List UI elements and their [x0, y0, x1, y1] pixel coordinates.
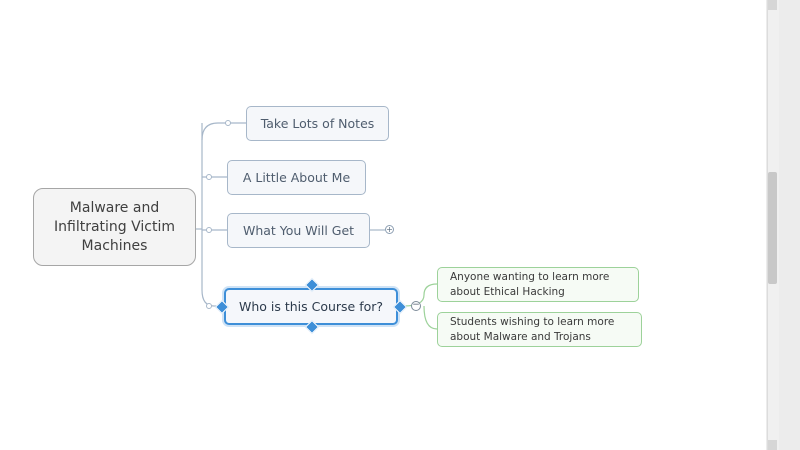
topic-take-lots-of-notes[interactable]: Take Lots of Notes [246, 106, 389, 141]
connector-dot-2 [206, 174, 212, 180]
scroll-up-arrow-icon[interactable] [768, 0, 777, 10]
connector-subtopic-2 [423, 305, 438, 330]
subtopic-malware-trojans[interactable]: Students wishing to learn more about Mal… [437, 312, 642, 347]
scroll-down-arrow-icon[interactable] [768, 440, 777, 450]
subtopic-ethical-hacking[interactable]: Anyone wanting to learn more about Ethic… [437, 267, 639, 302]
mindmap-canvas: Malware and Infiltrating Victim Machines… [33, 106, 642, 347]
expand-icon[interactable]: + [385, 225, 394, 234]
topic-what-you-will-get[interactable]: What You Will Get [227, 213, 370, 248]
connector-subtopic-1 [403, 283, 438, 307]
connector-topic-1 [201, 122, 246, 141]
connector-dot-1 [225, 120, 231, 126]
connector-dot-4 [206, 303, 212, 309]
connector-dot-3 [206, 227, 212, 233]
topic-a-little-about-me[interactable]: A Little About Me [227, 160, 366, 195]
scrollbar-thumb[interactable] [768, 172, 777, 284]
connector-trunk [201, 122, 215, 307]
root-topic[interactable]: Malware and Infiltrating Victim Machines [33, 188, 196, 266]
collapse-icon[interactable]: − [411, 300, 421, 311]
